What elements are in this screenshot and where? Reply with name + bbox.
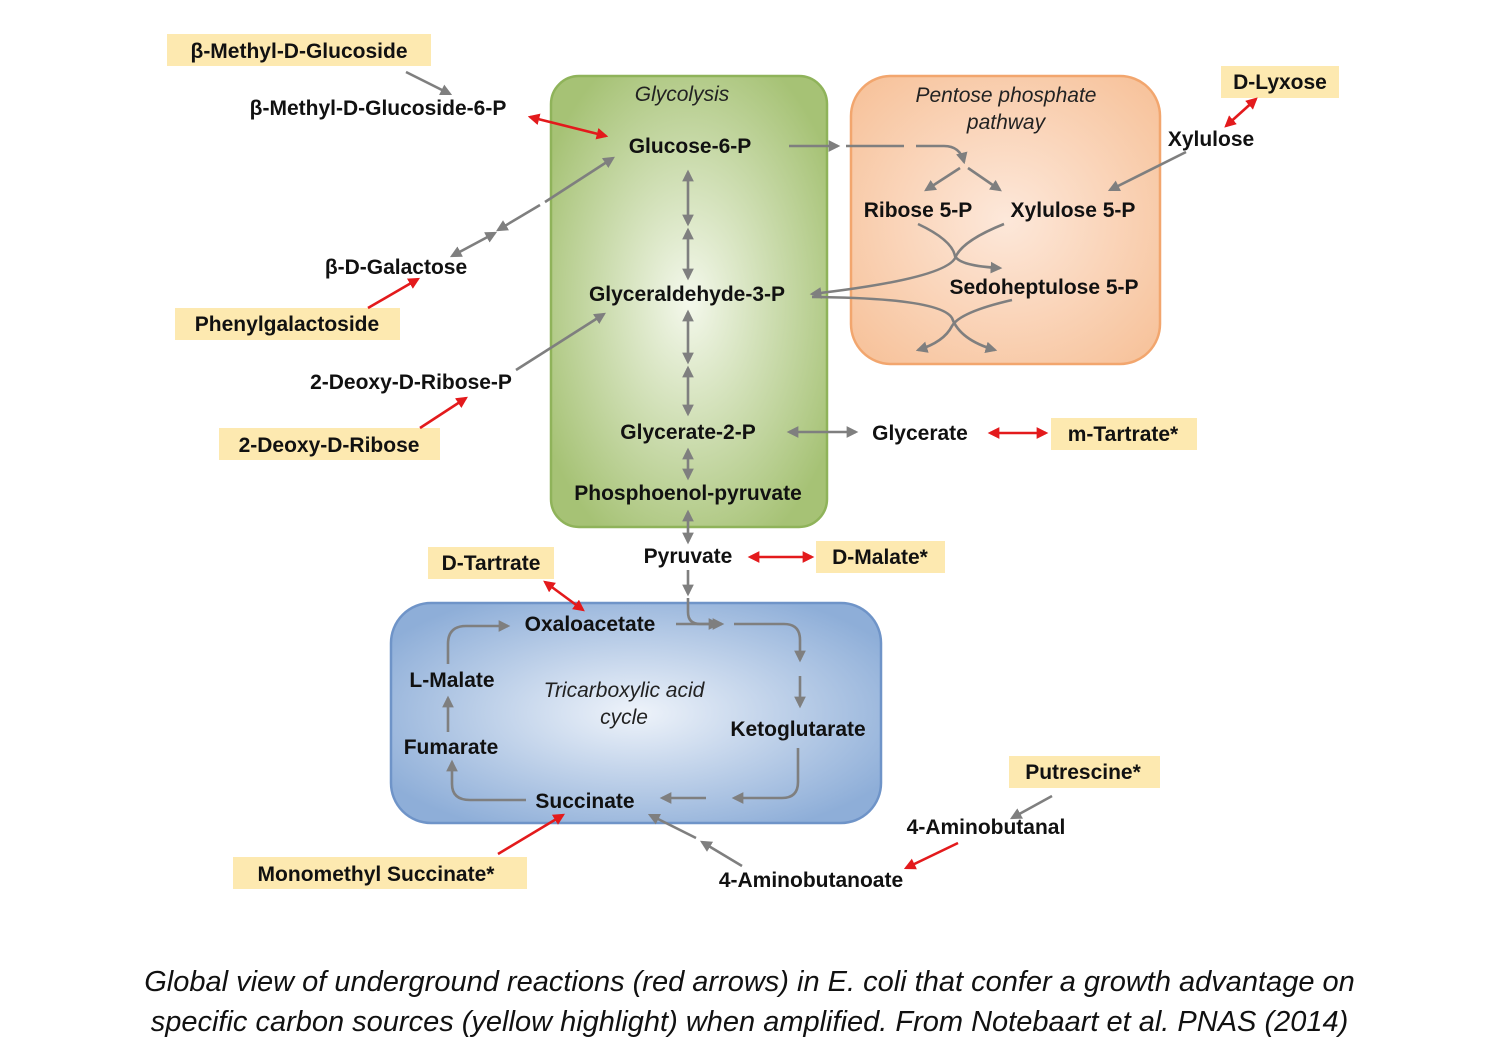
highlight-putrescine [1009, 756, 1160, 788]
metabolite-aminobutanoate: 4-Aminobutanoate [719, 869, 903, 892]
metabolite-aminobutanal: 4-Aminobutanal [907, 816, 1066, 839]
highlight-phenylgalactoside [175, 308, 400, 340]
figure-caption: Global view of underground reactions (re… [0, 962, 1499, 1042]
highlight-d-malate [816, 541, 945, 573]
pentose-phosphate-box [849, 74, 1162, 366]
metabolite-sedoheptulose-5p: Sedoheptulose 5-P [949, 276, 1138, 299]
caption-line-1: Global view of underground reactions (re… [144, 966, 1355, 998]
metabolite-oxaloacetate: Oxaloacetate [525, 613, 656, 636]
highlight-b-methyl-glucoside [167, 34, 431, 66]
metabolite-glycerate: Glycerate [872, 422, 968, 445]
metabolite-succinate: Succinate [535, 790, 634, 813]
native-arrows [405, 70, 1187, 868]
ppp-label-line1: Pentose phosphate [916, 84, 1097, 107]
source-phenylgalactoside: Phenylgalactoside [195, 313, 379, 336]
tca-label-line1: Tricarboxylic acid [544, 679, 706, 702]
metabolite-l-malate: L-Malate [409, 669, 494, 692]
source-m-tartrate: m-Tartrate* [1068, 423, 1179, 446]
highlight-d-lyxose [1221, 66, 1339, 98]
metabolite-fumarate: Fumarate [404, 736, 499, 759]
highlight-monomethyl-succinate [233, 857, 527, 889]
pathway-diagram: Glycolysis Pentose phosphate pathway Tri… [167, 34, 1339, 892]
metabolite-deoxyribose-p: 2-Deoxy-D-Ribose-P [310, 371, 512, 394]
metabolite-glyceraldehyde-3p: Glyceraldehyde-3-P [589, 283, 785, 306]
source-deoxyribose: 2-Deoxy-D-Ribose [239, 434, 420, 457]
metabolite-xylulose-5p: Xylulose 5-P [1011, 199, 1136, 222]
metabolite-pep: Phosphoenol-pyruvate [574, 482, 802, 505]
source-d-tartrate: D-Tartrate [442, 552, 541, 575]
highlight-m-tartrate [1051, 418, 1197, 450]
tca-label-line2: cycle [600, 706, 648, 729]
underground-arrows [367, 97, 1258, 870]
glycolysis-label: Glycolysis [635, 83, 730, 106]
metabolite-ketoglutarate: Ketoglutarate [730, 718, 865, 741]
metabolite-xylulose: Xylulose [1168, 128, 1254, 151]
caption-line-2: specific carbon sources (yellow highligh… [150, 1006, 1349, 1038]
metabolite-b-galactose: β-D-Galactose [325, 256, 467, 279]
metabolite-ribose-5p: Ribose 5-P [864, 199, 973, 222]
source-monomethyl-succinate: Monomethyl Succinate* [258, 863, 496, 886]
source-d-lyxose: D-Lyxose [1233, 71, 1327, 94]
highlight-deoxyribose [219, 428, 440, 460]
source-b-methyl-glucoside: β-Methyl-D-Glucoside [191, 40, 408, 63]
metabolite-glucose-6p: Glucose-6-P [629, 135, 752, 158]
tca-cycle-box [389, 601, 883, 825]
highlight-d-tartrate [428, 547, 554, 579]
metabolite-glycerate-2p: Glycerate-2-P [620, 421, 755, 444]
metabolite-pyruvate: Pyruvate [644, 545, 733, 568]
source-d-malate: D-Malate* [832, 546, 929, 569]
metabolite-b-methyl-glucoside-6p: β-Methyl-D-Glucoside-6-P [250, 97, 507, 120]
ppp-label-line2: pathway [966, 111, 1047, 134]
source-putrescine: Putrescine* [1025, 761, 1141, 784]
